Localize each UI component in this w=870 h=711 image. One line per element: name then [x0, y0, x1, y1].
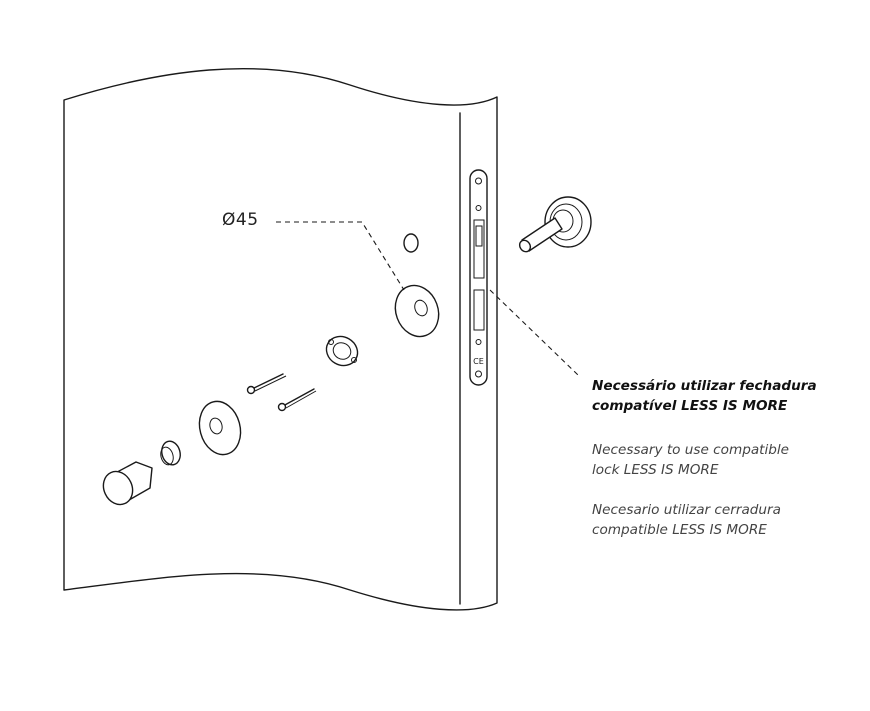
rose-washer	[198, 400, 242, 456]
screw-upper	[246, 373, 287, 395]
note-english: Necessary to use compatible lock LESS IS…	[592, 440, 857, 480]
note-leader	[489, 289, 579, 376]
dimension-label: Ø45	[222, 210, 259, 230]
note-es-line2: compatible LESS IS MORE	[592, 522, 767, 538]
lock-faceplate: CE	[469, 169, 488, 386]
spindle-collar	[160, 440, 181, 466]
door-rose	[394, 284, 440, 338]
dimension-leader	[276, 221, 405, 291]
lever-handle	[518, 196, 592, 253]
note-en-line1: Necessary to use compatible	[592, 442, 790, 458]
screw-lower	[277, 388, 317, 412]
note-en-line2: lock LESS IS MORE	[592, 462, 719, 478]
door-panel	[63, 67, 498, 611]
note-es-line1: Necesario utilizar cerradura	[592, 502, 781, 518]
note-spanish: Necesario utilizar cerradura compatible …	[592, 500, 857, 540]
ce-marking: CE	[473, 357, 484, 366]
thumb-turn-knob	[102, 461, 153, 506]
note-portuguese: Necessário utilizar fechadura compatível…	[592, 376, 857, 416]
note-pt-line1: Necessário utilizar fechadura	[592, 378, 817, 394]
door-hole-small	[403, 233, 419, 253]
note-pt-line2: compatível LESS IS MORE	[592, 398, 788, 414]
mounting-bracket	[325, 335, 359, 367]
